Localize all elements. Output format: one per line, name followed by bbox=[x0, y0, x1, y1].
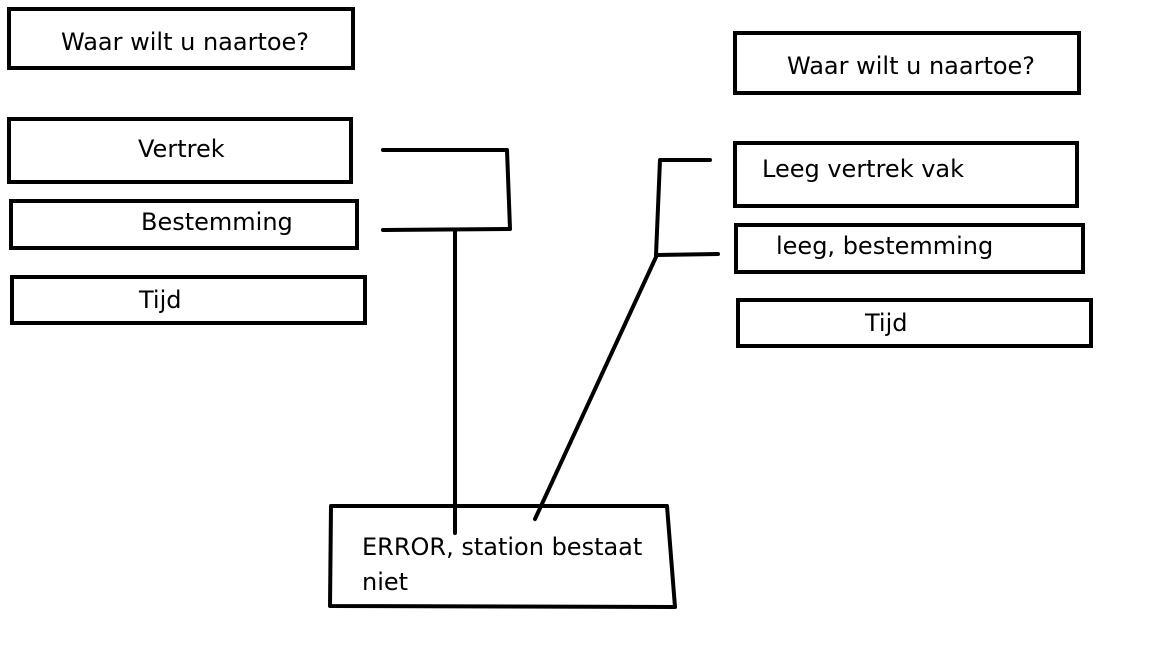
right-departure-label: Leeg vertrek vak bbox=[762, 155, 965, 183]
right-departure-field[interactable]: Leeg vertrek vak bbox=[733, 141, 1079, 208]
right-bracket-connector bbox=[654, 158, 720, 257]
left-bracket-connector bbox=[381, 148, 512, 232]
right-destination-label: leeg, bestemming bbox=[776, 232, 994, 260]
left-departure-field[interactable]: Vertrek bbox=[7, 117, 353, 184]
left-prompt-box: Waar wilt u naartoe? bbox=[7, 7, 355, 70]
left-prompt-label: Waar wilt u naartoe? bbox=[61, 28, 310, 56]
left-destination-label: Bestemming bbox=[141, 208, 293, 236]
left-time-field[interactable]: Tijd bbox=[10, 275, 367, 325]
right-prompt-box: Waar wilt u naartoe? bbox=[733, 31, 1081, 95]
right-destination-field[interactable]: leeg, bestemming bbox=[734, 223, 1085, 274]
error-message: ERROR, station bestaat niet bbox=[362, 533, 643, 596]
right-time-field[interactable]: Tijd bbox=[736, 298, 1093, 348]
right-time-label: Tijd bbox=[865, 309, 908, 337]
right-error-connector bbox=[533, 255, 658, 521]
left-destination-field[interactable]: Bestemming bbox=[9, 199, 359, 250]
left-departure-label: Vertrek bbox=[138, 135, 225, 163]
right-prompt-label: Waar wilt u naartoe? bbox=[787, 52, 1036, 80]
left-time-label: Tijd bbox=[139, 286, 182, 314]
